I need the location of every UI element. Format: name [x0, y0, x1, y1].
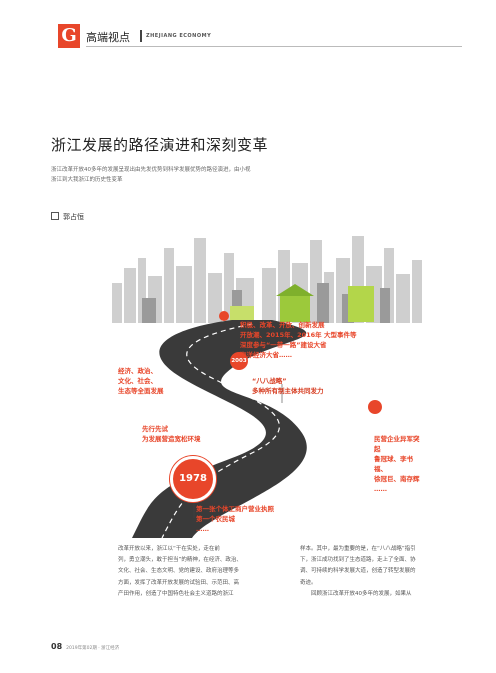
- header-rule: [86, 46, 462, 47]
- green-buildings: [219, 284, 374, 322]
- label-comprehensive: 经济、政治、 文化、社会、 生态等全面发展: [118, 367, 164, 395]
- body-column-2: 样本。其中，最为重要的是，在“八八战略”指引 下，浙江成功找到了生态道路，走上了…: [300, 546, 416, 597]
- label-first-license: 第一张个体工商户营业执照 第一个农民城 ……: [196, 505, 274, 533]
- lead-line: 浙江到大我浙江的历史性变革: [51, 177, 123, 183]
- label-pilot: 先行先试 为发展营造宽松环境: [142, 425, 201, 443]
- label-new-era: 积极、改革、开放、创新发展 开放潮、2015年、2016年 大型事件等 深度参与…: [240, 321, 357, 359]
- label-private-enterprise: 民营企业异军突起 鲁冠球、李书福、 徐冠巨、南存辉 ……: [374, 435, 420, 493]
- city-skyline: [112, 236, 422, 323]
- section-header: G 高端视点 ZHEJIANG ECONOMY: [58, 24, 462, 48]
- author-box-icon: [51, 212, 59, 220]
- page-number: 08: [51, 642, 63, 651]
- header-divider: [140, 30, 142, 42]
- marker-dot: [368, 400, 382, 414]
- timeline-illustration: 2003 1978 经济、政治、 文化、社会、 生态等全面发展 先行先试 为发展…: [112, 228, 422, 539]
- issue-info: 2019年第02期 · 浙江经济: [66, 646, 120, 651]
- lead-line: 浙江改革开放40多年的发展呈现出由先发优势到科学发展优势的路径演进，由小视: [51, 167, 251, 173]
- section-title: 高端视点: [86, 31, 130, 44]
- body-column-1: 改革开放以来，浙江以“干在实处，走在前 列，勇立潮头，敢于担当”的精神，在经济、…: [118, 546, 242, 597]
- author-name: 郭占恒: [63, 213, 84, 221]
- year-badge-1978: 1978: [170, 456, 216, 502]
- article-lead: 浙江改革开放40多年的发展呈现出由先发优势到科学发展优势的路径演进，由小视 浙江…: [51, 165, 341, 185]
- road-markings: [161, 323, 280, 539]
- label-88-strategy: “八八战略” 多种所有制主体共同发力: [252, 377, 324, 395]
- section-letter: G: [58, 24, 80, 48]
- author-line: 郭占恒: [51, 212, 84, 222]
- year-badge-2003: 2003: [230, 352, 248, 370]
- section-english: ZHEJIANG ECONOMY: [146, 33, 212, 39]
- article-title: 浙江发展的路径演进和深刻变革: [51, 136, 269, 154]
